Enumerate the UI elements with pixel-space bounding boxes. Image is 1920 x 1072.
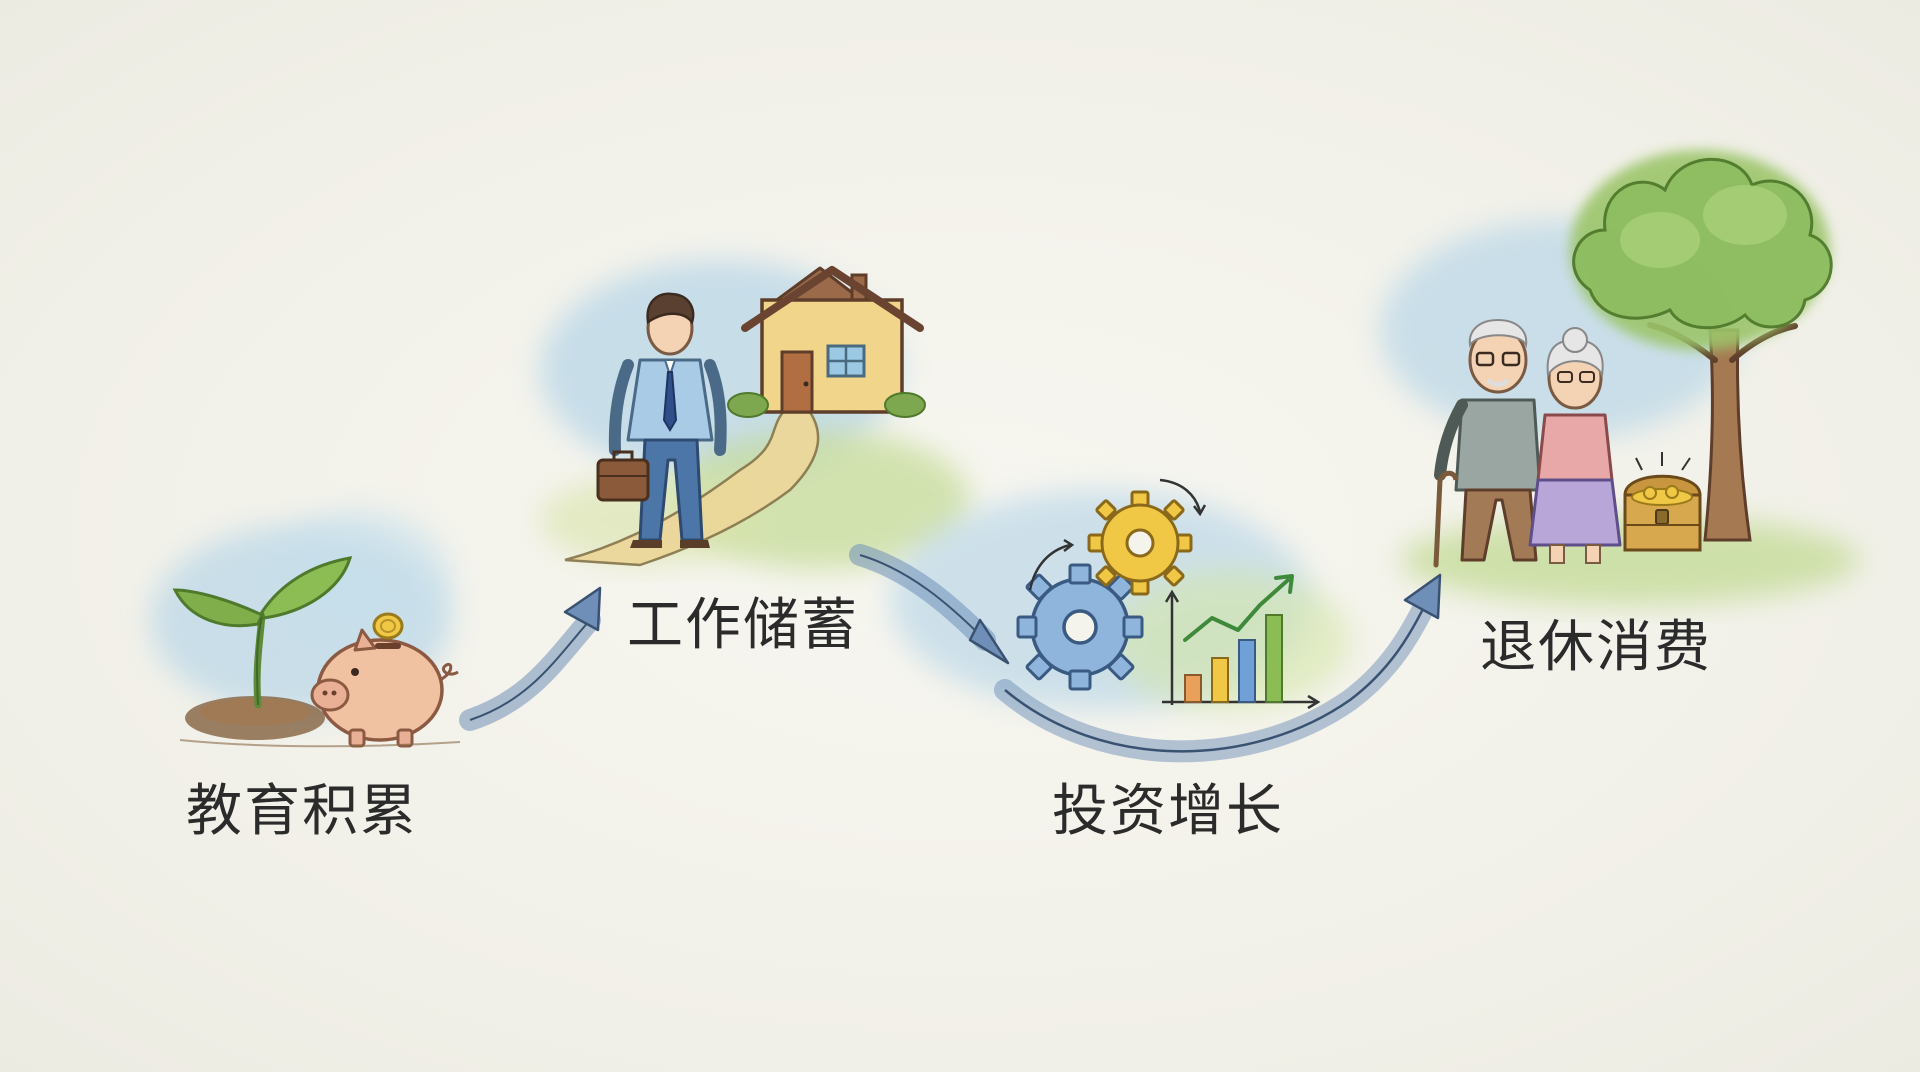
stage-label-investment-growth: 投资增长 xyxy=(1052,779,1284,844)
stage-label-work-savings: 工作储蓄 xyxy=(627,593,859,658)
stage-label-education: 教育积累 xyxy=(186,779,418,844)
flow-arrow-1-to-2 xyxy=(459,586,602,731)
treasure-chest-icon xyxy=(1623,452,1702,552)
house-icon xyxy=(727,266,926,418)
stage-3-illustration xyxy=(890,478,1350,710)
sprout-icon xyxy=(172,556,353,740)
elderly-woman-icon xyxy=(1528,327,1622,564)
tree-icon xyxy=(1570,150,1833,542)
ground-line xyxy=(179,739,461,748)
yellow-gear-icon xyxy=(1087,490,1193,596)
blue-gear-icon xyxy=(1016,563,1144,691)
growth-chart-icon xyxy=(1162,574,1321,710)
piggy-bank-icon xyxy=(310,628,459,748)
briefcase-icon xyxy=(596,450,650,502)
flow-arrow-2-to-3 xyxy=(849,544,1010,665)
elderly-man-icon xyxy=(1433,318,1542,568)
flow-arrow-3-to-4 xyxy=(994,573,1442,763)
stage-1-illustration xyxy=(150,510,461,748)
stage-2-illustration xyxy=(540,260,970,570)
stage-4-illustration xyxy=(1380,150,1860,605)
coin-icon xyxy=(372,612,404,640)
stage-label-retirement: 退休消费 xyxy=(1480,615,1712,680)
worker-icon xyxy=(608,292,727,548)
rotation-arrows xyxy=(1028,478,1207,591)
